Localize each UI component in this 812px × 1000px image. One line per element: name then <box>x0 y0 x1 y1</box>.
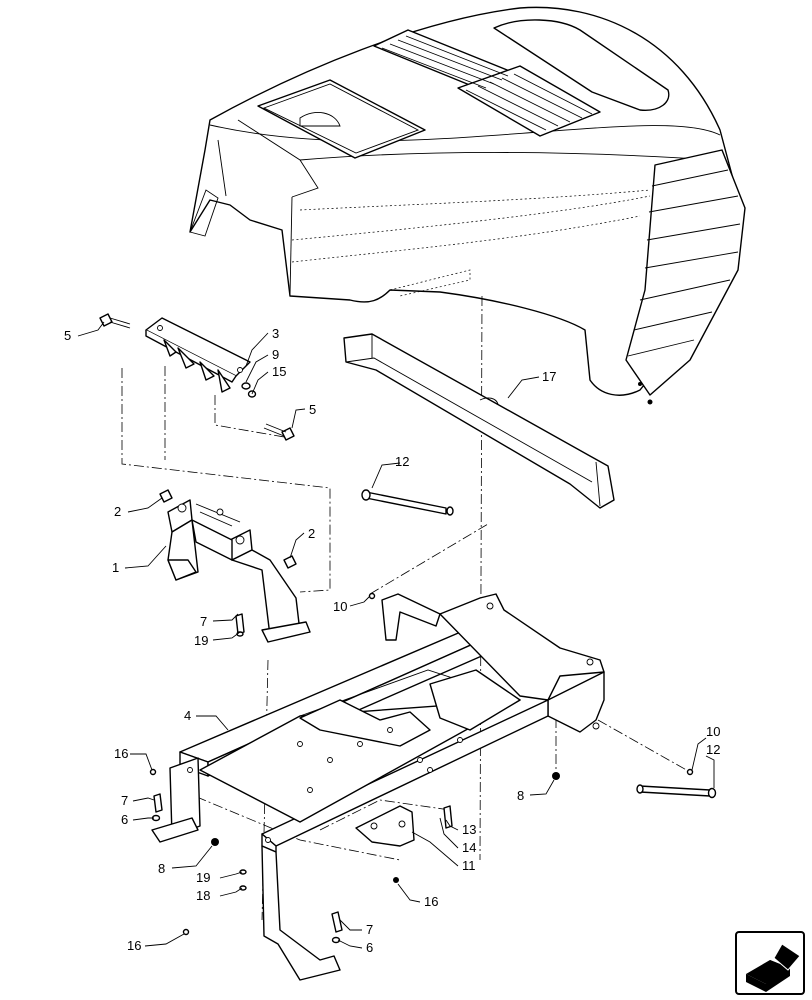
side-bracket <box>355 805 415 847</box>
front-grille-louvers <box>627 169 741 357</box>
callout-9: 9 <box>272 347 279 362</box>
main-frame <box>151 593 605 981</box>
callout-2: 2 <box>308 526 315 541</box>
callout-10: 10 <box>706 724 720 739</box>
callout-8: 8 <box>517 788 524 803</box>
bolt-5-upper <box>99 313 131 329</box>
fasteners <box>149 592 694 944</box>
callout-6: 6 <box>366 940 373 955</box>
callout-7: 7 <box>121 793 128 808</box>
gas-strut-lower <box>636 784 717 799</box>
callout-7: 7 <box>366 922 373 937</box>
callout-17: 17 <box>542 369 556 384</box>
hood-assembly <box>189 6 746 405</box>
callout-labels: 5 3 9 15 5 2 2 1 12 17 7 19 10 4 16 7 6 … <box>64 326 720 955</box>
callout-6: 6 <box>121 812 128 827</box>
mounting-plate <box>145 317 251 393</box>
callout-16: 16 <box>127 938 141 953</box>
callout-16: 16 <box>424 894 438 909</box>
callout-10: 10 <box>333 599 347 614</box>
callout-12: 12 <box>395 454 409 469</box>
callout-5: 5 <box>309 402 316 417</box>
callout-2: 2 <box>114 504 121 519</box>
callout-15: 15 <box>272 364 286 379</box>
callout-leaders <box>77 321 715 949</box>
bolt-2-left <box>159 489 173 503</box>
callout-14: 14 <box>462 840 476 855</box>
washer-9 <box>241 382 251 390</box>
grille-slats <box>381 35 593 131</box>
bolt-2-right <box>283 555 297 569</box>
callout-16: 16 <box>114 746 128 761</box>
callout-19: 19 <box>196 870 210 885</box>
callout-11: 11 <box>462 858 476 873</box>
callout-8: 8 <box>158 861 165 876</box>
callout-19: 19 <box>194 633 208 648</box>
callout-12: 12 <box>706 742 720 757</box>
callout-18: 18 <box>196 888 210 903</box>
support-bracket <box>167 499 311 643</box>
callout-1: 1 <box>112 560 119 575</box>
callout-13: 13 <box>462 822 476 837</box>
callout-3: 3 <box>272 326 279 341</box>
callout-5: 5 <box>64 328 71 343</box>
callout-7: 7 <box>200 614 207 629</box>
callout-4: 4 <box>184 708 191 723</box>
cross-beam <box>343 333 615 509</box>
bolt-5-lower <box>263 423 295 441</box>
next-page-arrow-icon[interactable] <box>735 931 805 995</box>
gas-strut-upper <box>361 489 454 516</box>
